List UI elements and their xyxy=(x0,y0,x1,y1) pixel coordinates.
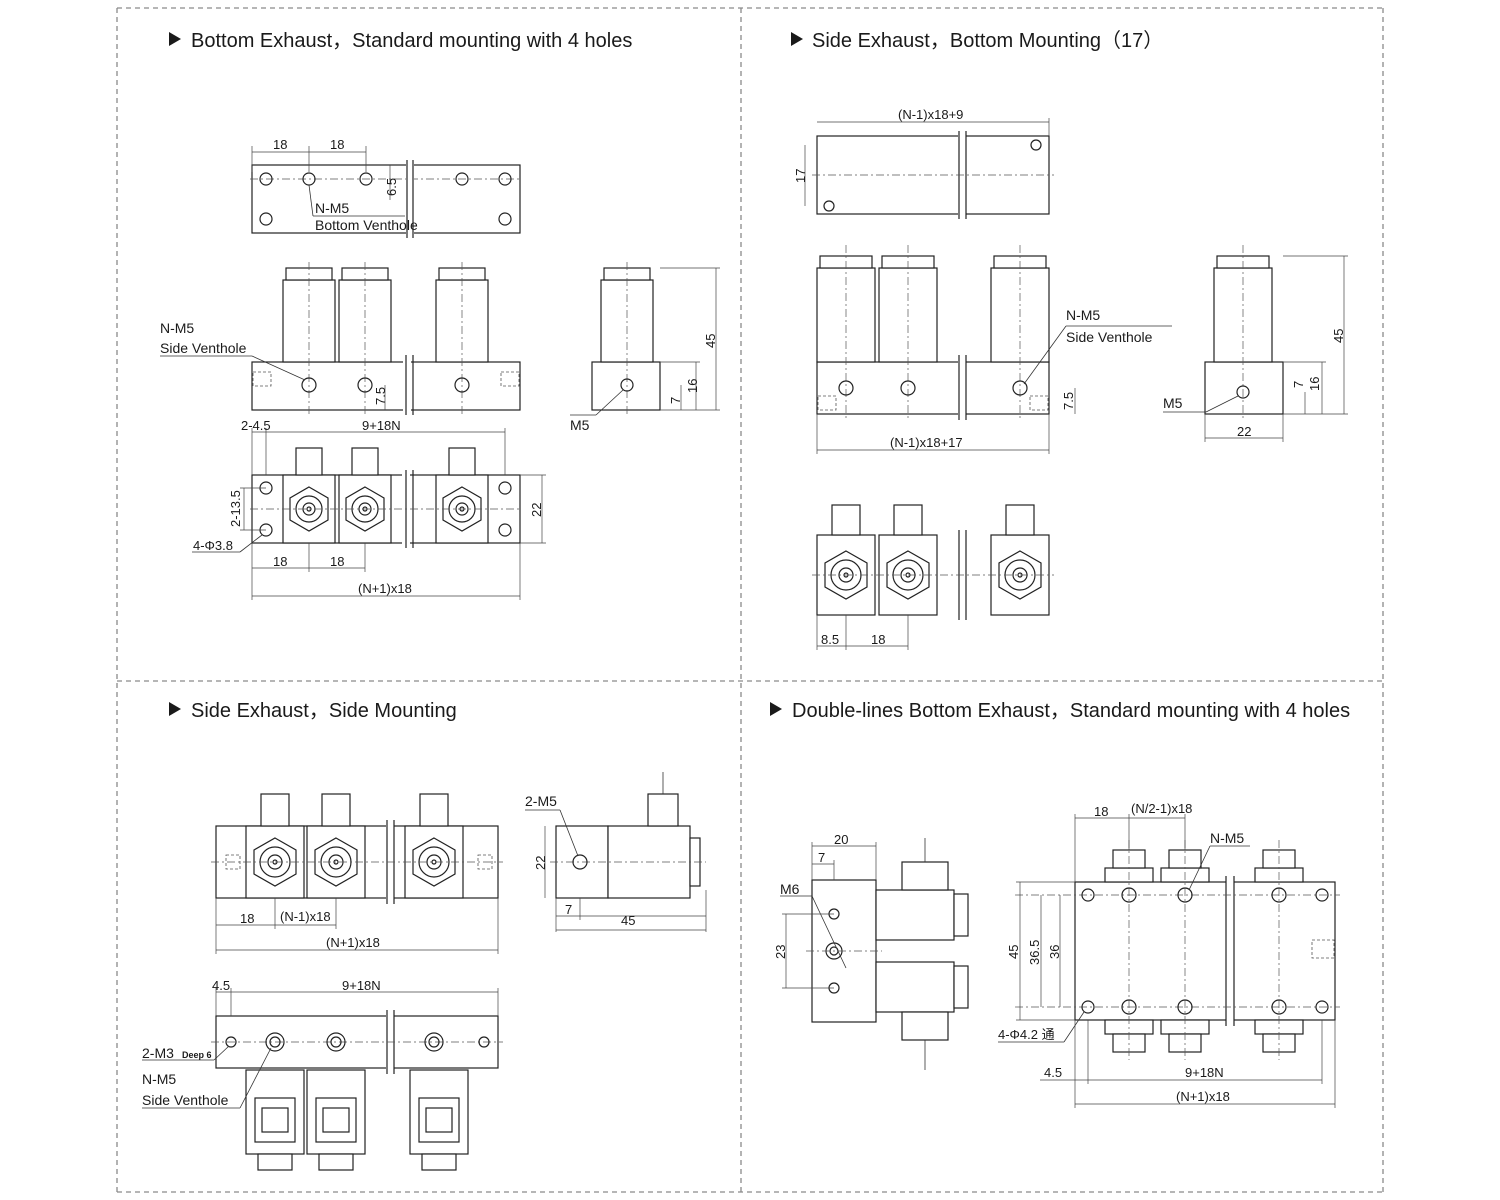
side-view: 20 7 M6 23 xyxy=(773,832,969,1070)
dim-6-5: 6.5 xyxy=(384,178,399,196)
dim-18c: 18 xyxy=(273,554,287,569)
dim-n-plus-1-x18: (N+1)x18 xyxy=(1176,1089,1230,1104)
label-2-m3: 2-M3 xyxy=(142,1045,174,1061)
title-bullet-icon xyxy=(770,702,782,716)
panel-title: Side Exhaust，Side Mounting xyxy=(191,700,457,722)
label-side-venthole: Side Venthole xyxy=(142,1092,229,1108)
dim-36: 36 xyxy=(1047,945,1062,959)
side-view: 2-M5 22 7 45 xyxy=(525,772,707,932)
dim-4-5: 4.5 xyxy=(1044,1065,1062,1080)
top-view-manifold: 18 (N/2-1)x18 N-M5 45 36.5 36 4-Φ4.2 通 4… xyxy=(998,801,1340,1108)
dim-18: 18 xyxy=(871,632,885,647)
dim-45: 45 xyxy=(1331,329,1346,343)
label-n-m5: N-M5 xyxy=(142,1071,176,1087)
solenoid-coil-front xyxy=(282,267,489,363)
label-n-m5-side: N-M5 xyxy=(160,320,194,336)
dim-n-plus-1-x18: (N+1)x18 xyxy=(358,581,412,596)
side-view: 45 7 16 M5 22 xyxy=(1163,245,1348,442)
dim-8-5: 8.5 xyxy=(821,632,839,647)
dim-22: 22 xyxy=(533,856,548,870)
dim-18: 18 xyxy=(240,911,254,926)
dim-4-5: 4.5 xyxy=(212,978,230,993)
panel-title: Side Exhaust，Bottom Mounting（17） xyxy=(812,29,1163,52)
dim-2-13-5: 2-13.5 xyxy=(228,490,243,527)
dim-36-5: 36.5 xyxy=(1027,940,1042,965)
dim-18b: 18 xyxy=(330,137,344,152)
label-4-phi3-8: 4-Φ3.8 xyxy=(193,538,233,553)
label-n-m5: N-M5 xyxy=(1066,307,1100,323)
dim-7: 7 xyxy=(565,902,572,917)
top-view-plate: 18 18 6.5 N-M5 Bottom Venthole xyxy=(250,137,522,238)
front-view-manifold: N-M5 Side Venthole 7.5 (N-1)x18+17 xyxy=(816,245,1172,454)
dim-18a: 18 xyxy=(273,137,287,152)
bottom-view-coils: 8.5 18 xyxy=(812,504,1054,650)
label-bottom-venthole: Bottom Venthole xyxy=(315,217,418,233)
dim-7: 7 xyxy=(818,850,825,865)
dim-45: 45 xyxy=(621,913,635,928)
panel-double-lines-bottom-exhaust: Double-lines Bottom Exhaust，Standard mou… xyxy=(770,700,1350,1108)
dim-9-18n: 9+18N xyxy=(1185,1065,1224,1080)
dim-7: 7 xyxy=(1291,381,1306,388)
bottom-view-manifold: 4.5 9+18N 2-M3 Deep 6 N-M5 Side Venthole xyxy=(142,978,503,1171)
dim-2-4-5: 2-4.5 xyxy=(241,418,271,433)
panel-side-exhaust-bottom-mounting: Side Exhaust，Bottom Mounting（17） (N-1)x1… xyxy=(791,29,1348,650)
dim-22: 22 xyxy=(1237,424,1251,439)
dim-17: 17 xyxy=(793,169,808,183)
dim-45: 45 xyxy=(703,334,718,348)
dim-9-18n: 9+18N xyxy=(342,978,381,993)
dim-top: (N-1)x18+9 xyxy=(898,107,963,122)
side-view: 45 7 16 M5 xyxy=(570,262,720,433)
panel-title: Double-lines Bottom Exhaust，Standard mou… xyxy=(792,700,1350,722)
dim-16: 16 xyxy=(1307,377,1322,391)
label-m5: M5 xyxy=(570,417,590,433)
title-bullet-icon xyxy=(169,32,181,46)
top-view-plate: (N-1)x18+9 17 xyxy=(793,107,1054,219)
panel-frames xyxy=(116,7,1384,1193)
dim-n-plus-1-x18: (N+1)x18 xyxy=(326,935,380,950)
label-4-phi4-2: 4-Φ4.2 通 xyxy=(998,1027,1055,1042)
label-n-m5: N-M5 xyxy=(315,200,349,216)
dim-7-5: 7.5 xyxy=(1061,392,1076,410)
dim-18d: 18 xyxy=(330,554,344,569)
dim-22: 22 xyxy=(529,503,544,517)
dim-18: 18 xyxy=(1094,804,1108,819)
dim-n-minus-1-x18: (N-1)x18 xyxy=(280,909,331,924)
dim-7: 7 xyxy=(668,397,683,404)
dim-n-half-minus-1-x18: (N/2-1)x18 xyxy=(1131,801,1192,816)
dim-bottom: (N-1)x18+17 xyxy=(890,435,963,450)
front-view-manifold: N-M5 Side Venthole 7.5 xyxy=(160,262,521,415)
label-side-venthole: Side Venthole xyxy=(1066,329,1153,345)
title-bullet-icon xyxy=(169,702,181,716)
coil-nut-bottom xyxy=(282,447,489,544)
label-side-venthole: Side Venthole xyxy=(160,340,247,356)
dim-7-5: 7.5 xyxy=(373,387,388,405)
label-n-m5: N-M5 xyxy=(1210,830,1244,846)
panel-bottom-exhaust-standard: Bottom Exhaust，Standard mounting with 4 … xyxy=(160,30,720,600)
dim-9-18n: 9+18N xyxy=(362,418,401,433)
dim-20: 20 xyxy=(834,832,848,847)
label-deep-6: Deep 6 xyxy=(182,1050,212,1060)
front-view-manifold: 18 (N-1)x18 (N+1)x18 xyxy=(211,793,503,954)
panel-side-exhaust-side-mounting: Side Exhaust，Side Mounting 18 xyxy=(142,700,707,1171)
dim-16: 16 xyxy=(685,379,700,393)
label-2-m5: 2-M5 xyxy=(525,793,557,809)
bottom-view-manifold: 2-4.5 9+18N 2-13.5 22 4-Φ3.8 18 18 (N+1)… xyxy=(192,418,546,600)
label-m5: M5 xyxy=(1163,395,1183,411)
dim-45: 45 xyxy=(1006,945,1021,959)
panel-title: Bottom Exhaust，Standard mounting with 4 … xyxy=(191,30,632,52)
label-m6: M6 xyxy=(780,881,800,897)
title-bullet-icon xyxy=(791,32,803,46)
dim-23: 23 xyxy=(773,945,788,959)
